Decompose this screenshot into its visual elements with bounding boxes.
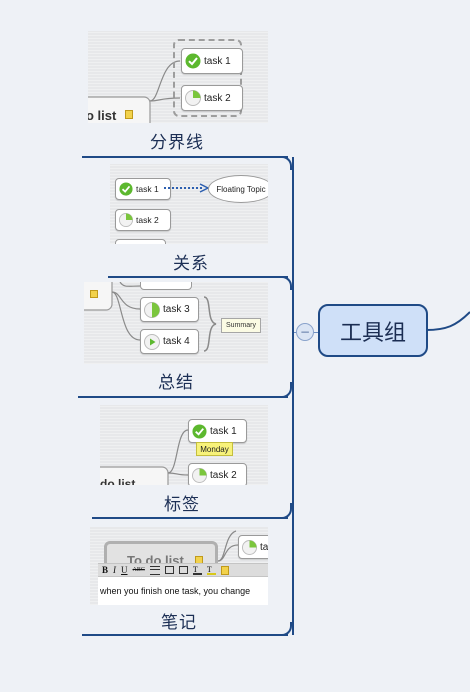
relationship-task-1[interactable]: task 1 [115,178,171,200]
boundary-dashed-frame [173,39,242,117]
branch-line-4 [92,517,288,519]
task-complete-icon [192,423,207,439]
notes-text: when you finish one task, you change [100,586,251,596]
central-topic[interactable]: 工具组 [318,304,428,357]
summary-task-4[interactable]: task 4 [140,329,199,354]
floating-topic-label: Floating Topic [216,184,266,194]
summary-caption: 总结 [158,373,194,393]
boundary-task-1[interactable]: task 1 [181,48,243,74]
boundary-connector-lines [88,60,181,123]
notes-connector-lines [217,530,239,562]
collapse-toggle[interactable]: − [296,323,314,341]
boundary-root-label: o list [88,108,117,123]
collapse-minus-icon: − [299,325,311,339]
summary-topic-label: Summary [226,322,256,329]
underline-button[interactable]: U [121,565,128,575]
branch-curve-1 [278,156,292,170]
label-caption: 标签 [164,495,200,515]
summary-task-above-partial [140,282,192,290]
branch-curve-3 [278,382,292,398]
floating-topic[interactable]: Floating Topic [208,175,268,203]
task-start-icon [144,333,160,350]
label-thumbnail[interactable]: do list task 1 Monday task 2 [100,405,268,485]
relationship-arrow [164,183,210,193]
central-topic-label: 工具组 [339,320,406,346]
highlight-icon[interactable]: T [206,565,216,575]
outdent-icon[interactable] [178,566,188,574]
branch-line-1 [82,156,288,158]
task-progress-quarter-icon [242,539,257,555]
task-label: task 3 [163,304,190,315]
task-label: ta [260,541,268,553]
notes-text-area[interactable]: when you finish one task, you change [98,577,268,605]
notes-toolbar: B I U ABC T T [98,563,268,577]
label-connector-lines [100,429,189,485]
indent-icon[interactable] [164,566,174,574]
text-color-icon[interactable]: T [192,565,202,575]
relationship-thumbnail[interactable]: task 1 task 2 Floating Topic [110,164,268,244]
branch-curve-5 [278,622,292,636]
summary-thumbnail[interactable]: task 3 task 4 Summary [84,282,268,364]
task-label: task 1 [204,55,231,67]
boundary-caption: 分界线 [150,133,204,153]
task-progress-quarter-icon [119,213,133,227]
italic-button[interactable]: I [113,565,117,575]
task-label: task 2 [204,92,231,104]
notes-caption: 笔记 [161,613,197,633]
boundary-thumbnail[interactable]: o list task 1 task 2 [88,31,268,123]
note-icon [90,290,98,298]
central-outgoing-line [426,311,470,331]
task-label: task 1 [210,425,237,437]
task-progress-quarter-icon [192,467,207,483]
branch-curve-4 [278,503,292,519]
boundary-task-2[interactable]: task 2 [181,85,243,111]
relationship-task-2[interactable]: task 2 [115,209,171,231]
branch-line-5 [82,634,288,636]
label-tag: Monday [196,442,233,456]
align-icon[interactable] [149,565,160,575]
summary-task-3[interactable]: task 3 [140,297,199,322]
task-progress-half-icon [144,301,160,318]
bold-button[interactable]: B [102,565,109,575]
notes-task-partial[interactable]: ta [238,535,268,559]
task-label: task 2 [136,215,159,225]
label-task-1[interactable]: task 1 [188,419,247,443]
branch-curve-2 [278,276,292,290]
label-tag-text: Monday [200,444,229,454]
task-label: task 4 [163,336,190,347]
task-complete-icon [185,53,201,69]
strikethrough-button[interactable]: ABC [132,567,145,573]
task-label: task 2 [210,469,237,481]
label-root-text: do list [100,477,136,485]
relationship-caption: 关系 [173,254,209,274]
branch-line-2 [108,276,288,278]
branch-trunk-line [292,157,294,635]
task-progress-quarter-icon [185,90,201,106]
summary-topic[interactable]: Summary [221,318,261,333]
note-icon [125,110,133,119]
task-label: task 1 [136,184,159,194]
label-task-2[interactable]: task 2 [188,463,247,485]
notes-thumbnail[interactable]: To do list ta B I U ABC T T when you fin… [90,527,268,605]
branch-line-3 [78,396,288,398]
note-icon[interactable] [220,565,229,575]
task-complete-icon [119,182,133,196]
relationship-task-3-partial [115,239,166,244]
